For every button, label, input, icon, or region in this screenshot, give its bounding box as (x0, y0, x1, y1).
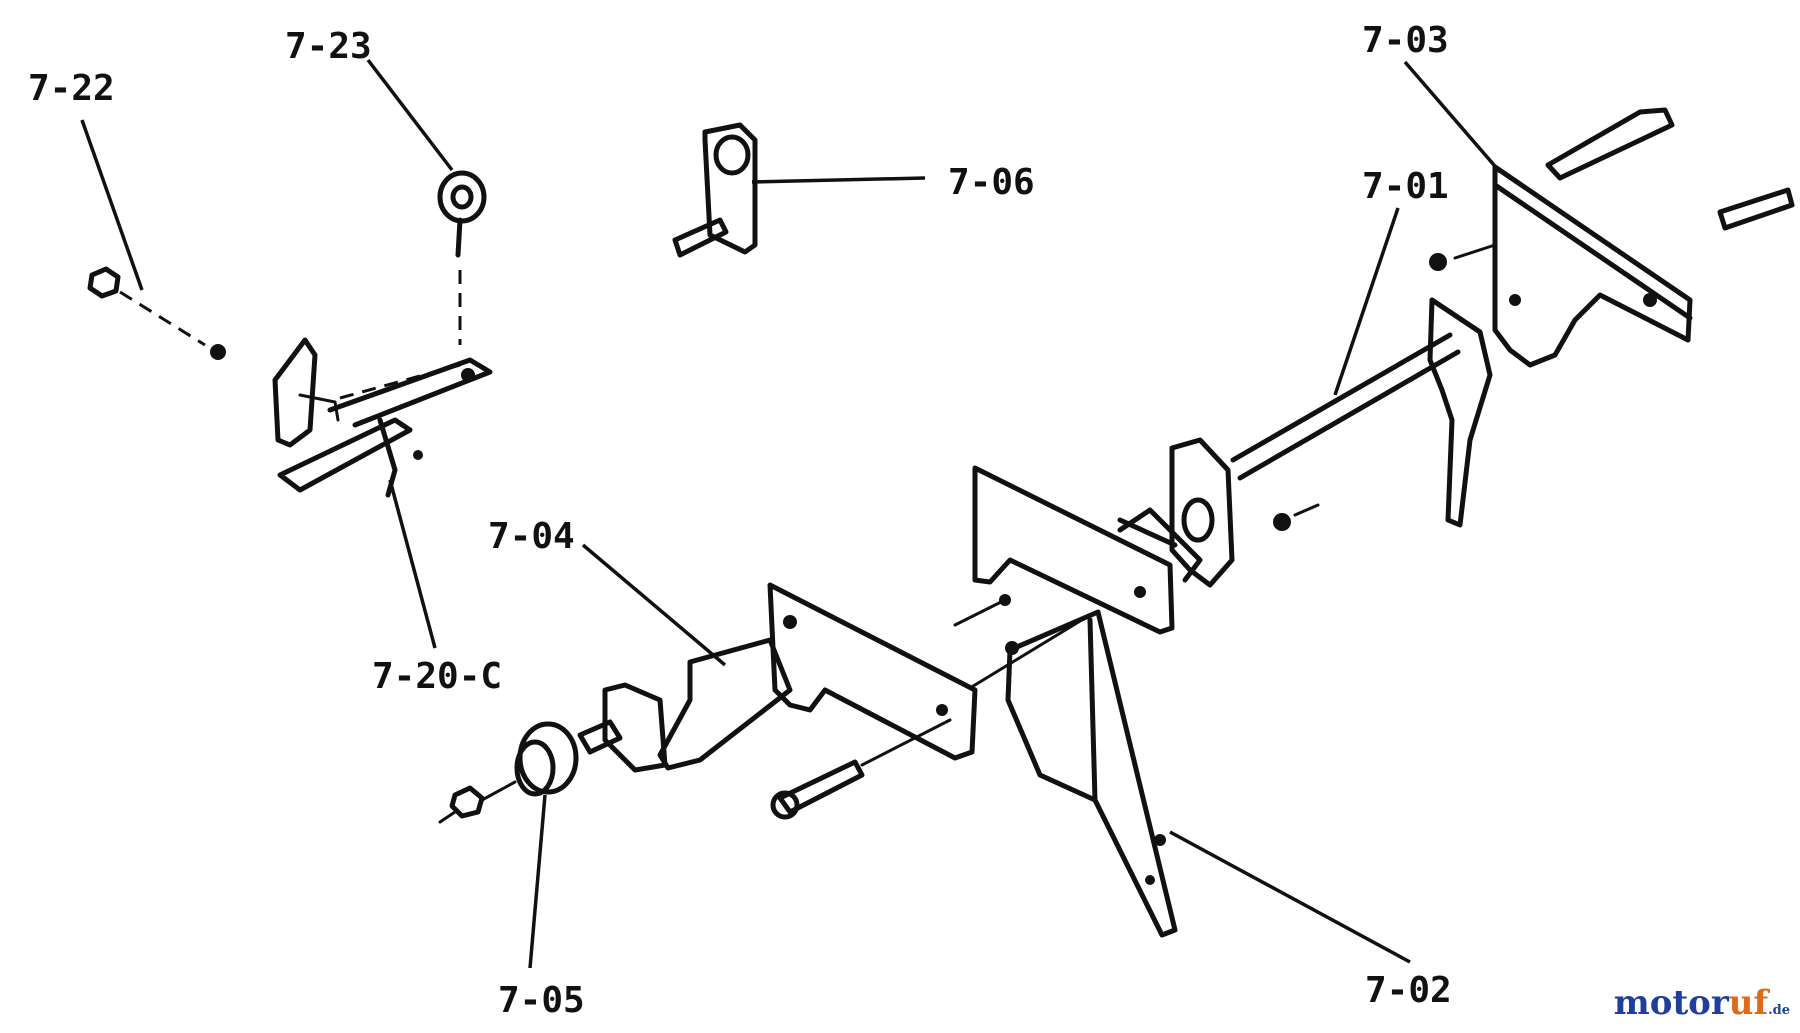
leader-7-22 (80, 119, 144, 291)
leader-7-03 (1403, 60, 1502, 174)
leader-lines (80, 58, 1502, 969)
leader-7-02 (1169, 830, 1411, 964)
leader-7-06 (751, 176, 926, 184)
leader-7-20c (388, 479, 437, 649)
watermark-text: motoruf (1613, 983, 1769, 1023)
part-7-05-knob (438, 721, 579, 824)
part-7-06-pin (672, 122, 758, 258)
watermark-tld: .de (1768, 1003, 1790, 1018)
leader-7-23 (366, 58, 454, 172)
callout-7-23: 7-23 (285, 26, 372, 67)
part-7-01-shaft (1169, 297, 1493, 588)
part-7-02-plate (968, 609, 1178, 938)
part-7-03-bracket (1429, 107, 1795, 368)
leader-7-05 (528, 794, 547, 969)
part-7-20c-bracket (272, 337, 493, 498)
callout-7-03: 7-03 (1362, 20, 1449, 61)
callout-7-02: 7-02 (1365, 970, 1452, 1011)
callout-7-22: 7-22 (28, 68, 115, 109)
leader-7-04 (581, 543, 727, 667)
callout-7-06: 7-06 (948, 162, 1035, 203)
callout-7-01: 7-01 (1362, 166, 1449, 207)
callout-7-04: 7-04 (488, 516, 575, 557)
leader-7-01 (1333, 207, 1400, 396)
part-7-22-nut (87, 266, 226, 360)
part-7-04-bracket (577, 582, 978, 820)
watermark-logo: motoruf.de (1614, 983, 1790, 1023)
callout-7-05: 7-05 (498, 980, 585, 1021)
part-7-23-eyebolt (437, 170, 487, 345)
callout-7-20c: 7-20-C (372, 656, 502, 697)
part-main-plate (953, 465, 1203, 635)
